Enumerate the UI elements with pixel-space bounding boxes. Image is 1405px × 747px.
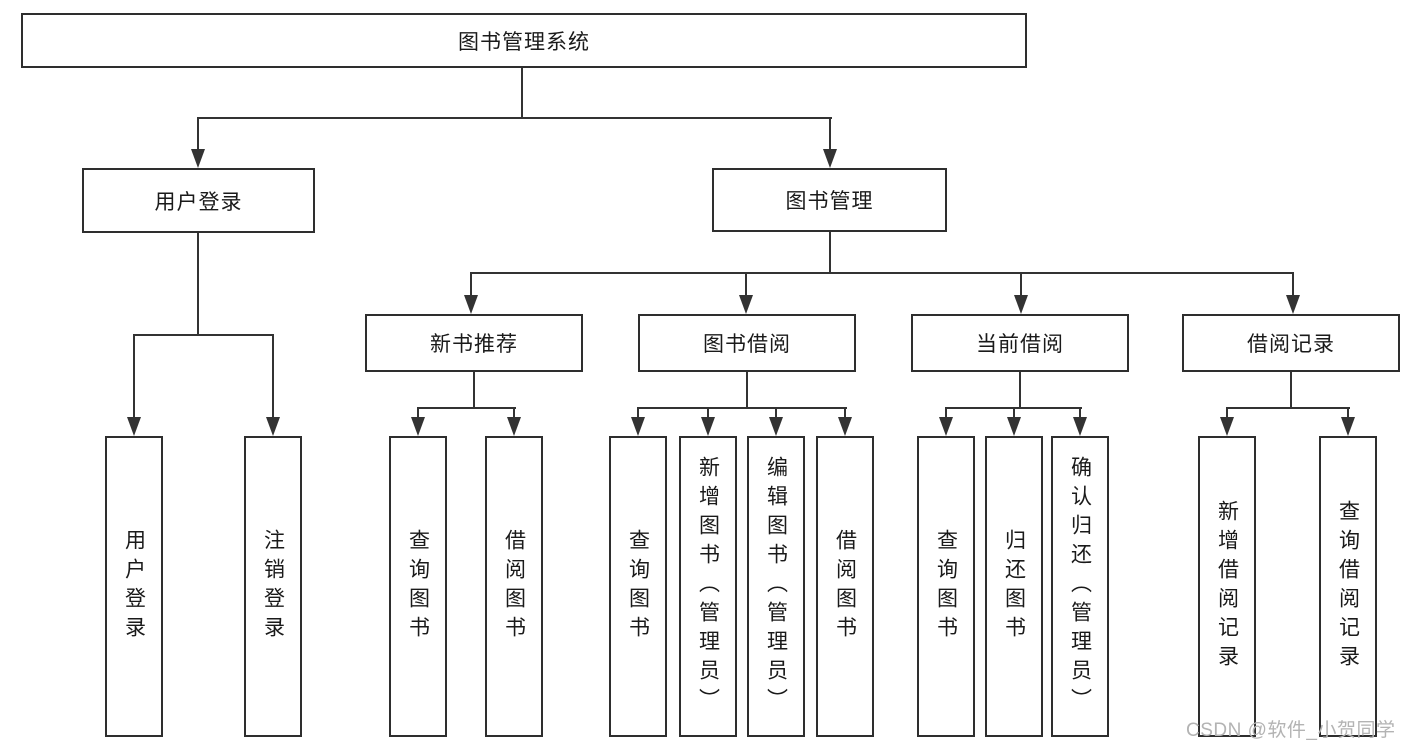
connector-line xyxy=(829,117,831,151)
connector-line xyxy=(775,407,777,419)
arrow-down-icon xyxy=(1286,295,1300,314)
node-current-borrowing: 当前借阅 xyxy=(911,314,1129,372)
connector-line xyxy=(272,334,274,419)
arrow-down-icon xyxy=(701,417,715,436)
leaf-return-books-label: 归还图书 xyxy=(1002,528,1026,645)
connector-line xyxy=(473,372,475,409)
leaf-query-books-current-label: 查询图书 xyxy=(934,528,958,645)
leaf-user-login: 用户登录 xyxy=(105,436,163,737)
connector-line xyxy=(945,407,947,419)
node-root: 图书管理系统 xyxy=(21,13,1027,68)
csdn-watermark: CSDN @软件_小贺同学 xyxy=(1186,720,1396,741)
node-current-borrowing-label: 当前借阅 xyxy=(976,333,1064,356)
arrow-down-icon xyxy=(1073,417,1087,436)
connector-line xyxy=(417,407,419,419)
node-new-book-recommendation: 新书推荐 xyxy=(365,314,583,372)
connector-line xyxy=(197,233,199,336)
leaf-add-borrow-record: 新增借阅记录 xyxy=(1198,436,1256,737)
leaf-edit-books-admin-label: 编辑图书（管理员） xyxy=(764,456,788,717)
leaf-query-borrow-record: 查询借阅记录 xyxy=(1319,436,1377,737)
connector-line xyxy=(521,68,523,119)
arrow-down-icon xyxy=(411,417,425,436)
connector-line xyxy=(197,117,832,119)
leaf-edit-books-admin: 编辑图书（管理员） xyxy=(747,436,805,737)
node-book-management-label: 图书管理 xyxy=(785,190,874,213)
arrow-down-icon xyxy=(464,295,478,314)
leaf-user-login-label: 用户登录 xyxy=(122,528,146,645)
node-root-label: 图书管理系统 xyxy=(458,30,590,54)
connector-line xyxy=(1290,372,1292,409)
connector-line xyxy=(197,117,199,151)
arrow-down-icon xyxy=(631,417,645,436)
node-borrowing-records-label: 借阅记录 xyxy=(1247,333,1335,356)
leaf-query-books-borrowing: 查询图书 xyxy=(609,436,667,737)
connector-line xyxy=(1347,407,1349,419)
node-borrowing-records: 借阅记录 xyxy=(1182,314,1400,372)
node-user-login: 用户登录 xyxy=(82,168,315,233)
arrow-down-icon xyxy=(127,417,141,436)
node-book-management: 图书管理 xyxy=(712,168,947,232)
node-new-book-recommendation-label: 新书推荐 xyxy=(430,333,518,356)
connector-line xyxy=(1013,407,1015,419)
connector-line xyxy=(470,272,472,297)
connector-line xyxy=(133,334,274,336)
leaf-query-books-recommend-label: 查询图书 xyxy=(406,528,430,645)
connector-line xyxy=(470,272,1294,274)
connector-line xyxy=(1079,407,1081,419)
leaf-query-books-recommend: 查询图书 xyxy=(389,436,447,737)
leaf-logout: 注销登录 xyxy=(244,436,302,737)
leaf-borrow-books-borrowing-label: 借阅图书 xyxy=(833,528,857,645)
leaf-borrow-books-recommend-label: 借阅图书 xyxy=(502,528,526,645)
node-book-borrowing-label: 图书借阅 xyxy=(703,333,791,356)
leaf-query-books-borrowing-label: 查询图书 xyxy=(626,528,650,645)
leaf-return-books: 归还图书 xyxy=(985,436,1043,737)
arrow-down-icon xyxy=(1341,417,1355,436)
arrow-down-icon xyxy=(191,149,205,168)
arrow-down-icon xyxy=(939,417,953,436)
connector-line xyxy=(1020,272,1022,297)
connector-line xyxy=(1226,407,1228,419)
leaf-query-borrow-record-label: 查询借阅记录 xyxy=(1336,499,1360,674)
leaf-confirm-return-admin-label: 确认归还（管理员） xyxy=(1068,456,1092,717)
connector-line xyxy=(746,372,748,409)
connector-line xyxy=(829,232,831,274)
connector-line xyxy=(1292,272,1294,297)
arrow-down-icon xyxy=(507,417,521,436)
node-user-login-label: 用户登录 xyxy=(154,190,243,214)
connector-line xyxy=(1019,372,1021,409)
connector-line xyxy=(417,407,516,409)
connector-line xyxy=(133,334,135,419)
connector-line xyxy=(513,407,515,419)
connector-line xyxy=(637,407,639,419)
arrow-down-icon xyxy=(739,295,753,314)
leaf-add-borrow-record-label: 新增借阅记录 xyxy=(1215,499,1239,674)
leaf-query-books-current: 查询图书 xyxy=(917,436,975,737)
leaf-confirm-return-admin: 确认归还（管理员） xyxy=(1051,436,1109,737)
connector-line xyxy=(707,407,709,419)
arrow-down-icon xyxy=(838,417,852,436)
arrow-down-icon xyxy=(1014,295,1028,314)
connector-line xyxy=(1226,407,1350,409)
leaf-add-books-admin: 新增图书（管理员） xyxy=(679,436,737,737)
arrow-down-icon xyxy=(823,149,837,168)
leaf-logout-label: 注销登录 xyxy=(261,528,285,645)
arrow-down-icon xyxy=(769,417,783,436)
leaf-add-books-admin-label: 新增图书（管理员） xyxy=(696,456,720,717)
connector-line xyxy=(637,407,847,409)
leaf-borrow-books-recommend: 借阅图书 xyxy=(485,436,543,737)
connector-line xyxy=(745,272,747,297)
node-book-borrowing: 图书借阅 xyxy=(638,314,856,372)
leaf-borrow-books-borrowing: 借阅图书 xyxy=(816,436,874,737)
connector-line xyxy=(844,407,846,419)
arrow-down-icon xyxy=(1007,417,1021,436)
arrow-down-icon xyxy=(1220,417,1234,436)
arrow-down-icon xyxy=(266,417,280,436)
